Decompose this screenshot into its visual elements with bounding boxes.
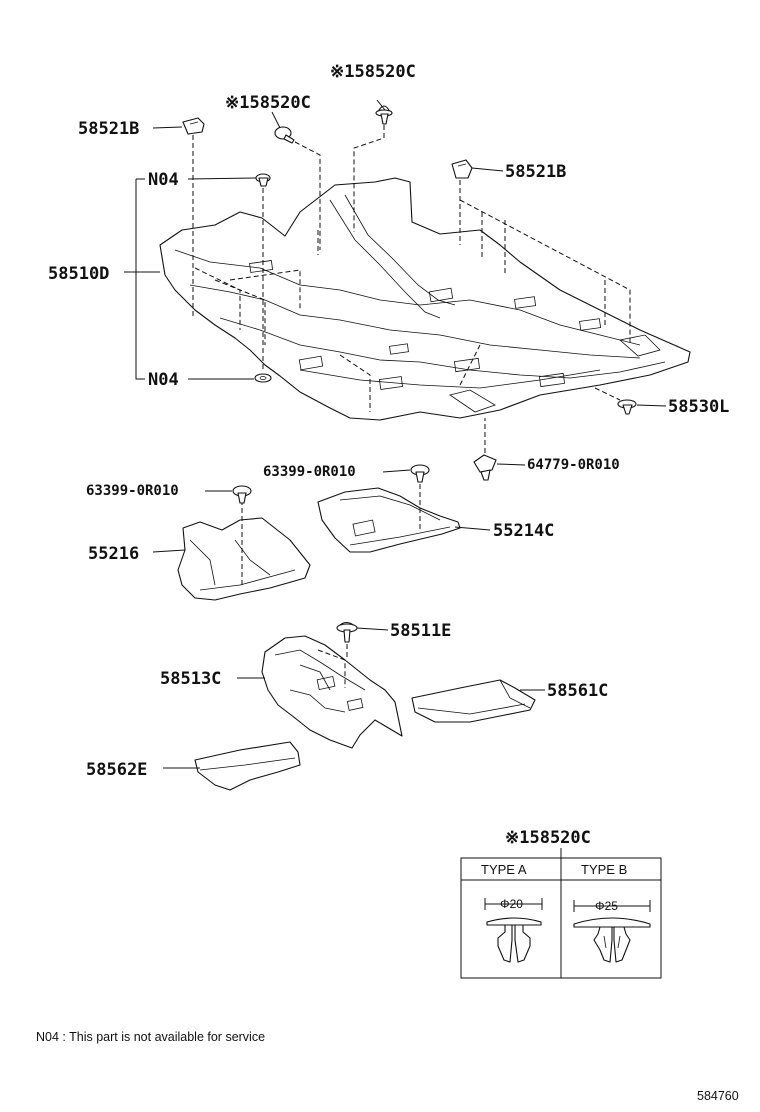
callout-n04-bottom: N04 bbox=[148, 370, 179, 390]
callout-58511e: 58511E bbox=[390, 621, 451, 641]
mat-58561c bbox=[411, 679, 536, 723]
callout-58562e: 58562E bbox=[86, 760, 147, 780]
type-a-header: TYPE A bbox=[481, 862, 527, 877]
type-a-clip-drawing: Φ20 bbox=[484, 897, 543, 963]
type-b-dimension: Φ25 bbox=[595, 899, 618, 913]
mat-58562e bbox=[194, 741, 301, 791]
callout-63399-0r010-left: 63399-0R010 bbox=[86, 483, 179, 499]
callout-58520c-top: ※158520C bbox=[330, 62, 416, 82]
clip-58521b-left bbox=[182, 117, 205, 318]
clip-58520c-top bbox=[353, 105, 393, 232]
nut-n04-bottom bbox=[254, 373, 272, 383]
callout-58510d: 58510D bbox=[48, 264, 109, 284]
clip-58511e bbox=[336, 621, 358, 660]
type-a-dimension: Φ20 bbox=[500, 897, 523, 911]
leader-lines bbox=[124, 99, 667, 769]
type-b-clip-drawing: Φ25 bbox=[573, 899, 651, 963]
clip-58521b-right bbox=[451, 159, 473, 245]
nut-n04-top bbox=[255, 173, 271, 370]
diagram-id: 584760 bbox=[697, 1089, 739, 1103]
callout-58530l: 58530L bbox=[668, 397, 729, 417]
clip-type-table: ※158520C TYPE A TYPE B Φ20 Φ25 bbox=[460, 828, 662, 979]
console-cover-58513c bbox=[261, 635, 403, 749]
footnote: N04 : This part is not available for ser… bbox=[36, 1030, 265, 1044]
type-b-header: TYPE B bbox=[581, 862, 627, 877]
clip-63399-0r010-left bbox=[232, 485, 252, 504]
callout-58561c: 58561C bbox=[547, 681, 608, 701]
callout-58520c-left: ※158520C bbox=[225, 93, 311, 113]
callout-n04-top: N04 bbox=[148, 170, 179, 190]
callout-64779-0r010: 64779-0R010 bbox=[527, 457, 620, 473]
callout-58521b-left: 58521B bbox=[78, 119, 139, 139]
callout-55214c: 55214C bbox=[493, 521, 554, 541]
callout-55216: 55216 bbox=[88, 544, 139, 564]
callout-58521b-right: 58521B bbox=[505, 162, 566, 182]
silencer-55214c bbox=[317, 484, 461, 553]
clip-58530l bbox=[594, 387, 637, 415]
clip-58520c-left bbox=[274, 126, 321, 250]
clip-63399-0r010-right bbox=[410, 464, 430, 483]
silencer-55216 bbox=[177, 500, 311, 601]
callout-63399-0r010-right: 63399-0R010 bbox=[263, 464, 356, 480]
callout-58513c: 58513C bbox=[160, 669, 221, 689]
floor-carpet-58510d bbox=[159, 177, 691, 421]
clip-64779-0r010 bbox=[473, 418, 497, 481]
type-table-title: ※158520C bbox=[505, 828, 591, 848]
